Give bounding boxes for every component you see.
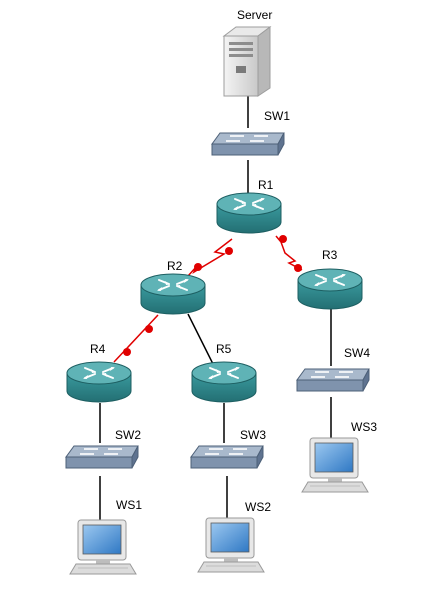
label-ws3: WS3	[351, 420, 377, 434]
router-icon-r4[interactable]	[66, 361, 132, 403]
link-r2-r5	[187, 313, 214, 365]
workstation-icon-ws3[interactable]	[301, 437, 369, 493]
serial-interface-dots	[123, 235, 302, 356]
label-sw3: SW3	[240, 428, 266, 442]
switch-icon-sw4[interactable]	[296, 368, 370, 392]
label-ws1: WS1	[116, 498, 142, 512]
label-server: Server	[237, 8, 272, 22]
serial-dot	[194, 263, 202, 271]
label-sw1: SW1	[264, 109, 290, 123]
server-tower-icon[interactable]	[222, 26, 272, 97]
label-r4: R4	[90, 342, 106, 356]
label-r1: R1	[258, 178, 274, 192]
ethernet-links	[99, 95, 332, 520]
label-r3: R3	[322, 248, 338, 262]
serial-link-r2-r4	[113, 314, 159, 363]
router-icon-r1[interactable]	[216, 192, 282, 234]
serial-dot	[225, 247, 233, 255]
serial-dot	[279, 235, 287, 243]
label-r5: R5	[216, 342, 232, 356]
serial-dot	[294, 264, 302, 272]
label-sw4: SW4	[344, 346, 370, 360]
switch-icon-sw3[interactable]	[190, 445, 264, 469]
label-sw2: SW2	[115, 428, 141, 442]
label-ws2: WS2	[245, 500, 271, 514]
router-icon-r5[interactable]	[191, 361, 257, 403]
switch-icon-sw2[interactable]	[65, 445, 139, 469]
serial-dot	[123, 348, 131, 356]
label-r2: R2	[167, 259, 183, 273]
switch-icon-sw1[interactable]	[211, 132, 285, 156]
workstation-icon-ws1[interactable]	[69, 519, 137, 575]
router-icon-r3[interactable]	[297, 268, 363, 310]
serial-dot	[145, 325, 153, 333]
serial-link-r1-r2	[187, 238, 233, 277]
router-icon-r2[interactable]	[140, 273, 206, 315]
workstation-icon-ws2[interactable]	[197, 517, 265, 573]
